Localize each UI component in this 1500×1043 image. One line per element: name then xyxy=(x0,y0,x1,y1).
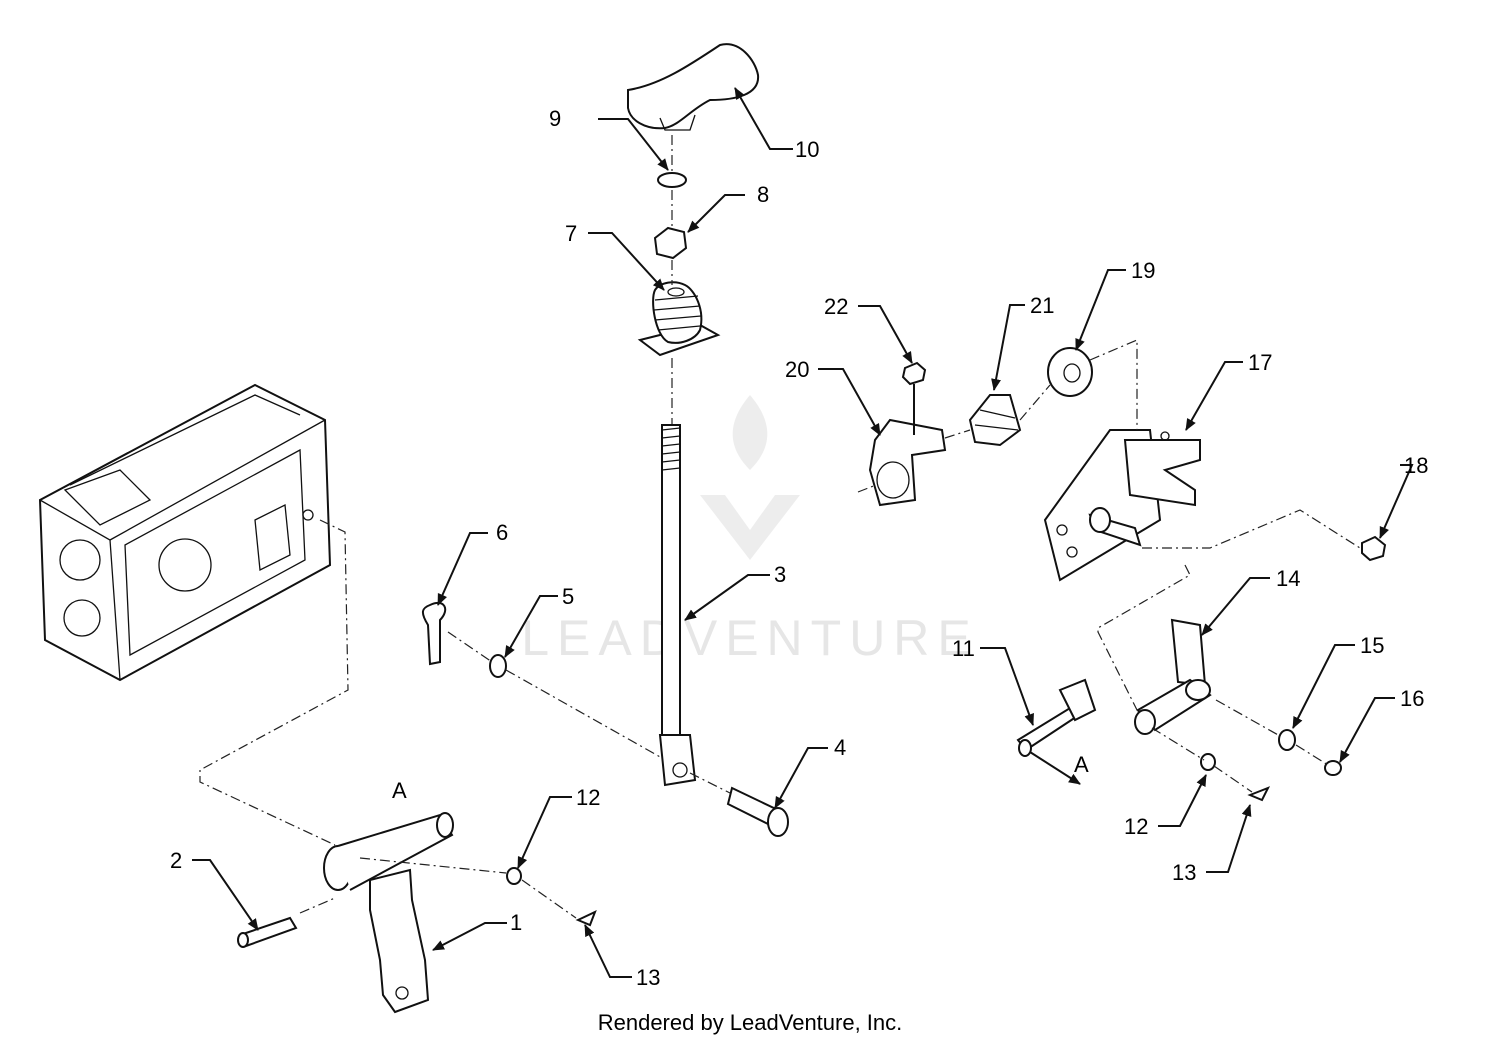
callout-2: 2 xyxy=(170,848,182,873)
watermark-text: LEADVENTURE xyxy=(521,610,979,666)
part-20-bracket xyxy=(868,418,947,507)
callout-13-left: 13 xyxy=(636,965,660,990)
part-10-knob xyxy=(627,43,760,131)
callout-13-right: 13 xyxy=(1172,860,1196,885)
transmission-housing xyxy=(38,383,332,682)
callout-20: 20 xyxy=(785,357,809,382)
callout-12-left: 12 xyxy=(576,785,600,810)
part-17-mount-plate xyxy=(1043,429,1201,582)
part-12-washer-right xyxy=(1200,753,1216,771)
part-22-screw xyxy=(901,361,927,435)
callout-11: 11 xyxy=(952,636,975,661)
part-3-rod xyxy=(658,424,697,787)
part-13-pin-left xyxy=(575,910,597,927)
part-18-bolt xyxy=(1361,535,1387,562)
part-21-grommet xyxy=(968,394,1022,447)
callout-7: 7 xyxy=(565,221,577,246)
callout-12-right: 12 xyxy=(1124,814,1148,839)
callout-1: 1 xyxy=(510,910,522,935)
callout-9: 9 xyxy=(549,106,561,131)
callout-labels: 1 2 3 4 5 6 7 8 9 10 11 12 12 13 13 14 1… xyxy=(170,106,1428,990)
callout-22: 22 xyxy=(824,294,848,319)
part-12-washer-left xyxy=(506,867,522,885)
assembly-lines xyxy=(199,135,1361,919)
callout-16: 16 xyxy=(1400,686,1424,711)
part-13-pin-right xyxy=(1247,786,1271,802)
callout-6: 6 xyxy=(496,520,508,545)
part-15-washer xyxy=(1278,729,1296,751)
part-1-shift-arm xyxy=(323,812,454,1014)
section-mark-a-right: A xyxy=(1074,752,1089,777)
watermark: LEADVENTURE xyxy=(521,395,979,666)
callout-10: 10 xyxy=(795,137,819,162)
part-16-ring xyxy=(1324,760,1342,776)
part-11-linkage xyxy=(1016,678,1097,757)
leader-lines xyxy=(192,87,1414,978)
callout-4: 4 xyxy=(834,735,846,760)
callout-14: 14 xyxy=(1276,566,1300,591)
part-9-washer xyxy=(657,172,687,188)
callout-17: 17 xyxy=(1248,350,1272,375)
part-2-roll-pin xyxy=(237,916,298,948)
callout-5: 5 xyxy=(562,584,574,609)
footer-credit: Rendered by LeadVenture, Inc. xyxy=(597,1010,903,1035)
callout-21: 21 xyxy=(1030,293,1054,318)
part-8-nut xyxy=(653,226,688,260)
callout-19: 19 xyxy=(1131,258,1155,283)
callout-8: 8 xyxy=(757,182,769,207)
part-6-hairpin-clip xyxy=(422,601,447,666)
part-19-washer xyxy=(1047,347,1093,397)
part-4-clevis-pin xyxy=(726,786,789,837)
section-mark-a-left: A xyxy=(392,778,407,803)
part-14-bracket xyxy=(1134,618,1212,735)
callout-15: 15 xyxy=(1360,633,1384,658)
callout-18: 18 xyxy=(1404,453,1428,478)
part-7-boot xyxy=(637,281,721,357)
callout-3: 3 xyxy=(774,562,786,587)
part-5-washer xyxy=(489,654,507,678)
